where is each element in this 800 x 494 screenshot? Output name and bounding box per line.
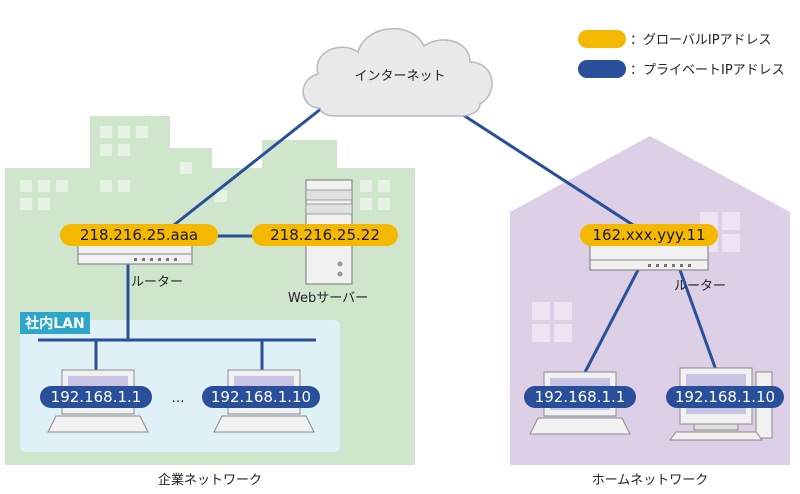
corporate-router-ip: 218.216.25.aaa [80,226,198,244]
corporate-router-label: ルーター [131,275,183,290]
home-caption: ホームネットワーク [592,473,709,488]
home-laptop-ip: 192.168.1.1 [535,388,626,406]
legend-private-label: ：プライベートIPアドレス [630,63,785,78]
corporate-pc1-ip-pill [40,386,152,408]
legend: ：グローバルIPアドレス ：プライベートIPアドレス [578,30,785,78]
link-home-router-laptop [580,269,640,379]
legend-private-swatch [578,60,626,78]
internet-label: インターネット [354,69,445,84]
lan-label-tag [20,312,90,334]
web-server-ip-pill [252,224,398,246]
home-desktop-ip: 192.168.1.10 [675,388,775,406]
internet-cloud: インターネット [302,27,493,117]
home-laptop-ip-pill [524,386,636,408]
ellipsis: … [172,391,185,406]
corporate-pc2-ip: 192.168.1.10 [211,388,311,406]
corporate-pc2-ip-pill [202,386,320,408]
web-server-label: Webサーバー [288,291,368,306]
web-server-ip: 218.216.25.22 [270,226,380,244]
legend-global-swatch [578,30,626,48]
legend-global-label: ：グローバルIPアドレス [630,33,772,48]
corporate-router-ip-pill [60,224,218,246]
corporate-pc1-ip: 192.168.1.1 [51,388,142,406]
home-router-ip: 162.xxx.yyy.11 [592,226,705,244]
corporate-caption: 企業ネットワーク [158,472,262,488]
lan-label: 社内LAN [24,315,84,332]
home-router-ip-pill [580,224,718,246]
home-router-label: ルーター [674,279,726,294]
home-desktop-ip-pill [666,386,784,408]
link-home-router-desktop [678,269,718,371]
link-internet-home-router [439,98,651,238]
